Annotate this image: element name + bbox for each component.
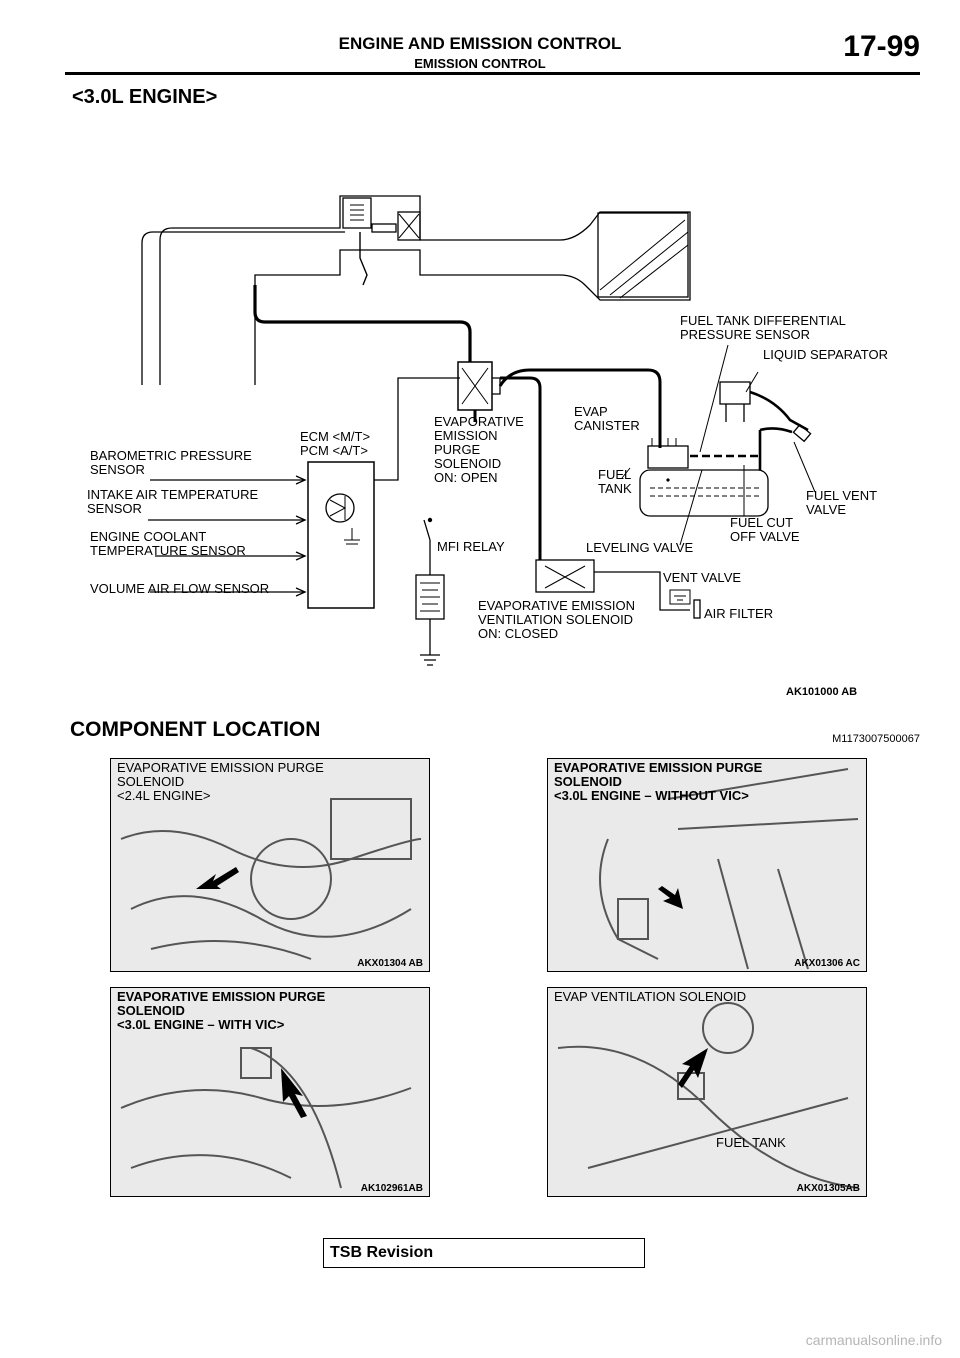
photo-purge-solenoid-3-0l-with-vic: EVAPORATIVE EMISSION PURGE SOLENOID <3.0…: [110, 987, 430, 1197]
label-volume-air-flow-sensor: VOLUME AIR FLOW SENSOR: [90, 581, 270, 596]
section-title: <3.0L ENGINE>: [72, 86, 218, 108]
evap-system-diagram: [141, 195, 816, 666]
tsb-revision-label: TSB Revision: [330, 1244, 434, 1261]
label-ecm-pcm: ECM <M/T> PCM <A/T>: [300, 429, 371, 458]
diagram-code: AK101000 AB: [786, 686, 858, 698]
photo-3-code: AK102961AB: [360, 1183, 423, 1194]
label-fuel-cut-off-valve: FUEL CUT OFF VALVE: [730, 515, 800, 544]
photo-purge-solenoid-2-4l: EVAPORATIVE EMISSION PURGE SOLENOID <2.4…: [110, 758, 430, 972]
label-fuel-tank-differential-pressure-sensor: FUEL TANK DIFFERENTIAL PRESSURE SENSOR: [680, 313, 846, 342]
label-evap-purge-solenoid: EVAPORATIVE EMISSION PURGE SOLENOID ON: …: [434, 414, 524, 485]
photo-3-caption: EVAPORATIVE EMISSION PURGE SOLENOID <3.0…: [117, 989, 326, 1032]
header-title: ENGINE AND EMISSION CONTROL: [338, 34, 622, 53]
label-liquid-separator: LIQUID SEPARATOR: [763, 347, 888, 362]
photo-2-code: AKX01306 AC: [794, 958, 860, 969]
label-evap-ventilation-solenoid: EVAPORATIVE EMISSION VENTILATION SOLENOI…: [478, 598, 635, 641]
label-mfi-relay: MFI RELAY: [437, 539, 505, 554]
photo-4-code: AKX01305AB: [796, 1183, 860, 1194]
header-subtitle: EMISSION CONTROL: [414, 56, 546, 71]
label-engine-coolant-temperature-sensor: ENGINE COOLANT TEMPERATURE SENSOR: [90, 529, 246, 558]
label-leveling-valve: LEVELING VALVE: [586, 540, 694, 555]
photo-1-code: AKX01304 AB: [357, 958, 423, 969]
watermark: carmanualsonline.info: [805, 1332, 942, 1348]
tsb-revision-box: TSB Revision: [323, 1238, 645, 1268]
photo-2-caption: EVAPORATIVE EMISSION PURGE SOLENOID <3.0…: [554, 760, 763, 803]
photo-evap-ventilation-solenoid: EVAP VENTILATION SOLENOID FUEL TANK AKX0…: [547, 987, 867, 1197]
photo-purge-solenoid-3-0l-without-vic: EVAPORATIVE EMISSION PURGE SOLENOID <3.0…: [547, 758, 867, 972]
photo-1-caption: EVAPORATIVE EMISSION PURGE SOLENOID <2.4…: [117, 760, 324, 803]
label-barometric-pressure-sensor: BAROMETRIC PRESSURE SENSOR: [90, 448, 252, 477]
component-location-code: M1173007500067: [832, 733, 920, 745]
header-rule: [65, 72, 920, 75]
photo-4-fuel-tank-label: FUEL TANK: [716, 1135, 786, 1150]
label-fuel-vent-valve: FUEL VENT VALVE: [806, 488, 878, 517]
label-evap-canister: EVAP CANISTER: [574, 404, 640, 433]
label-intake-air-temperature-sensor: INTAKE AIR TEMPERATURE SENSOR: [87, 487, 259, 516]
label-air-filter: AIR FILTER: [704, 606, 774, 621]
label-vent-valve: VENT VALVE: [663, 570, 742, 585]
page-number: 17-99: [843, 30, 920, 63]
photo-4-caption: EVAP VENTILATION SOLENOID: [554, 989, 747, 1004]
component-location-title: COMPONENT LOCATION: [70, 718, 321, 741]
label-fuel-tank: FUEL TANK: [598, 467, 632, 496]
